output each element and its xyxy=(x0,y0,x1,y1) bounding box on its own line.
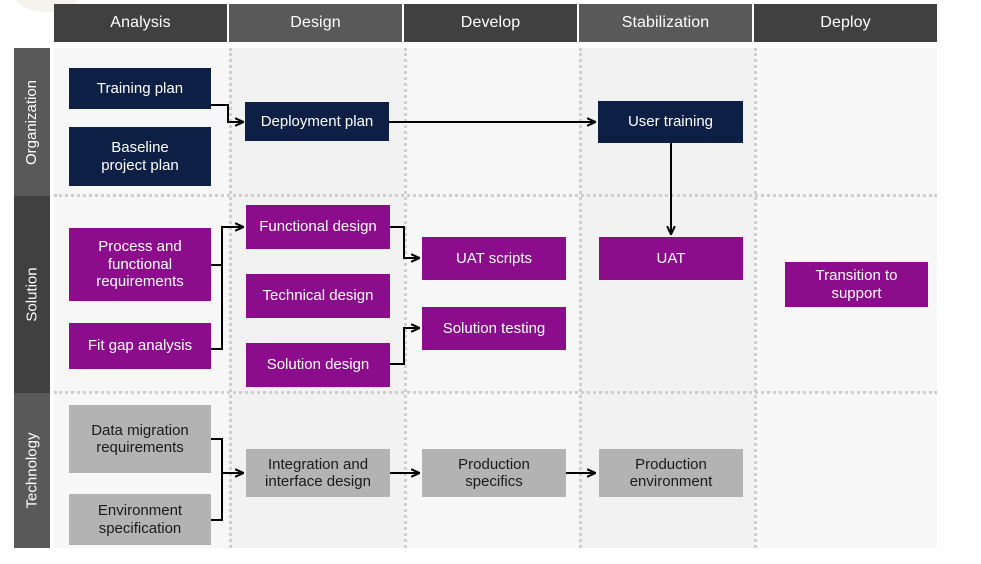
phase-header-label: Deploy xyxy=(820,14,871,31)
task-fit-gap-analysis[interactable]: Fit gap analysis xyxy=(69,323,211,369)
task-uat[interactable]: UAT xyxy=(599,237,743,280)
phase-header-deploy[interactable]: Deploy xyxy=(754,4,937,42)
task-integration-and-interface-design[interactable]: Integration and interface design xyxy=(246,449,390,497)
task-transition-to-support[interactable]: Transition to support xyxy=(785,262,928,307)
task-baseline-project-plan[interactable]: Baseline project plan xyxy=(69,127,211,186)
column-separator-2 xyxy=(404,48,407,548)
lane-col-deploy xyxy=(754,48,937,196)
column-separator-3 xyxy=(579,48,582,548)
task-user-training[interactable]: User training xyxy=(598,101,743,143)
phase-header-design[interactable]: Design xyxy=(229,4,402,42)
lane-label-technology[interactable]: Technology xyxy=(14,393,50,548)
lane-label-text: Solution xyxy=(23,267,41,322)
lane-col-develop xyxy=(404,48,579,196)
task-environment-specification[interactable]: Environment specification xyxy=(69,494,211,545)
phase-header-develop[interactable]: Develop xyxy=(404,4,577,42)
task-production-environment[interactable]: Production environment xyxy=(599,449,743,497)
phase-header-label: Analysis xyxy=(110,14,171,31)
lane-label-organization[interactable]: Organization xyxy=(14,48,50,196)
lane-col-stabilization xyxy=(579,196,754,393)
phase-header-stabilization[interactable]: Stabilization xyxy=(579,4,752,42)
lane-label-text: Organization xyxy=(23,79,41,165)
task-technical-design[interactable]: Technical design xyxy=(246,274,390,318)
task-production-specifics[interactable]: Production specifics xyxy=(422,449,566,497)
column-separator-4 xyxy=(754,48,757,548)
lane-separator-2 xyxy=(54,391,937,394)
lane-col-develop xyxy=(404,196,579,393)
lane-separator-1 xyxy=(54,194,937,197)
lane-col-deploy xyxy=(754,393,937,548)
task-functional-design[interactable]: Functional design xyxy=(246,205,390,249)
phase-header-label: Develop xyxy=(460,14,521,31)
task-solution-testing[interactable]: Solution testing xyxy=(422,307,566,350)
lane-label-solution[interactable]: Solution xyxy=(14,196,50,393)
lane-label-text: Technology xyxy=(23,432,41,509)
task-deployment-plan[interactable]: Deployment plan xyxy=(245,102,389,141)
task-uat-scripts[interactable]: UAT scripts xyxy=(422,237,566,280)
phase-header-analysis[interactable]: Analysis xyxy=(54,4,227,42)
phase-header-label: Design xyxy=(290,14,341,31)
task-training-plan[interactable]: Training plan xyxy=(69,68,211,109)
phase-header-label: Stabilization xyxy=(621,14,710,31)
task-solution-design[interactable]: Solution design xyxy=(246,343,390,387)
task-data-migration-requirements[interactable]: Data migration requirements xyxy=(69,405,211,473)
task-process-functional-requirements[interactable]: Process and functional requirements xyxy=(69,228,211,301)
column-separator-1 xyxy=(229,48,232,548)
